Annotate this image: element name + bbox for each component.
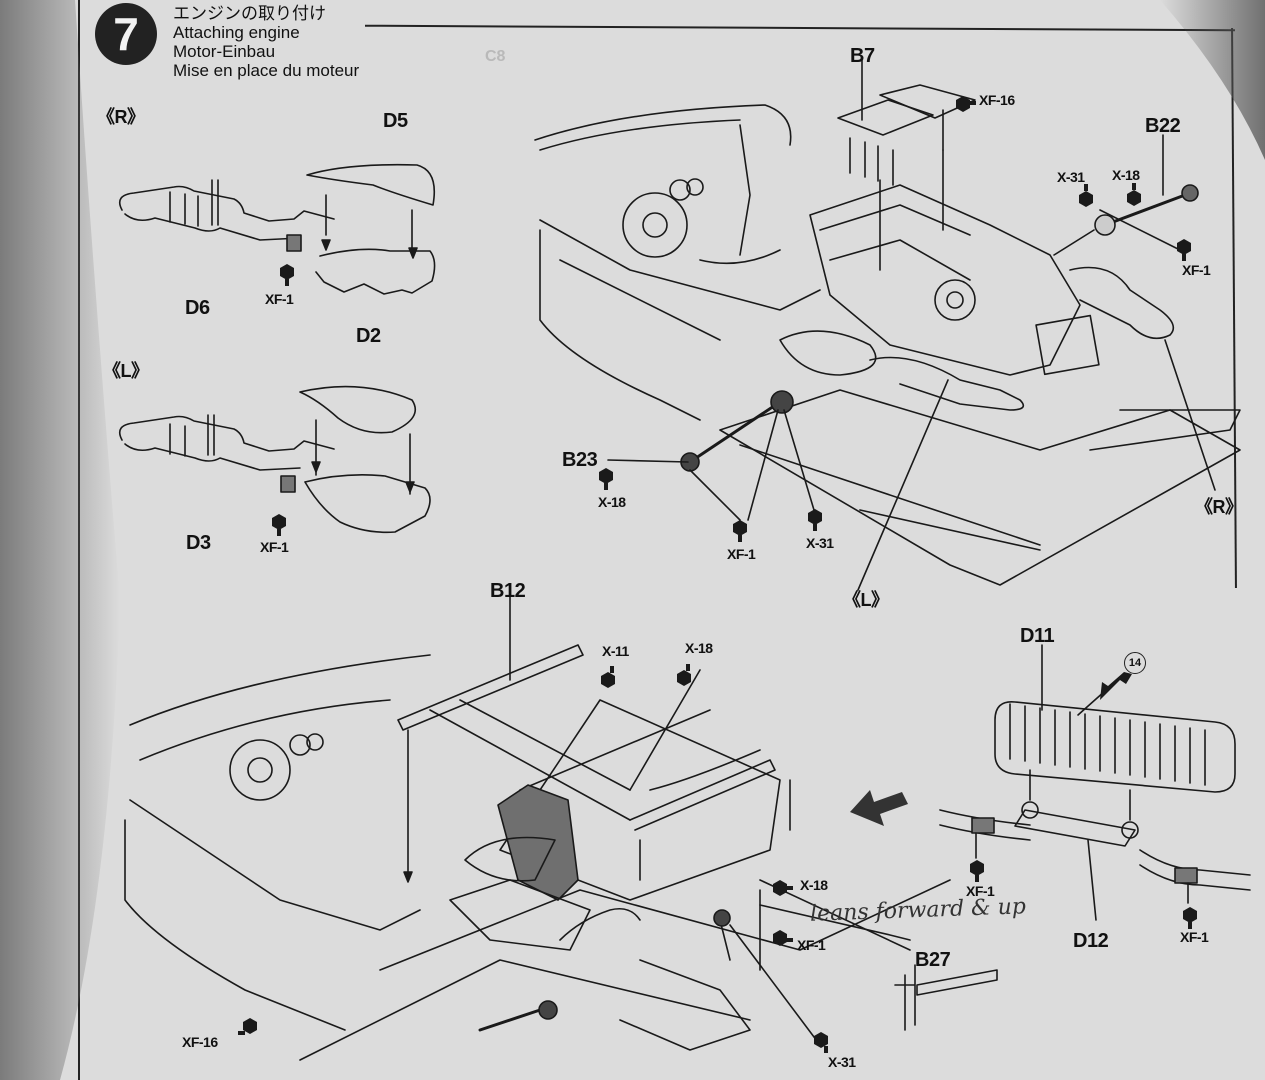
paint-label-xf1-d12-right: XF-1 <box>1180 929 1209 945</box>
part-label-b23: B23 <box>562 449 598 471</box>
manifold-d2-drawing <box>299 385 431 534</box>
manifold-d5-drawing <box>306 163 436 295</box>
engine-drawing <box>779 184 1175 411</box>
paint-bottle-icon <box>773 880 793 896</box>
paint-label-xf1-b22: XF-1 <box>1182 262 1211 278</box>
bleedthrough-text: C8 <box>485 48 506 65</box>
paint-bottle-icon <box>272 514 286 536</box>
paint-label-xf1-b23: XF-1 <box>727 546 756 562</box>
paint-bottle-icon <box>677 664 691 686</box>
part-label-d11: D11 <box>1020 625 1055 647</box>
leader-lines-bottom <box>629 669 911 1046</box>
title-english: Attaching engine <box>173 23 300 42</box>
reference-step-badge: 14 <box>1124 652 1146 674</box>
direction-arrow <box>850 790 908 826</box>
paint-label-x31-bottom: X-31 <box>828 1054 856 1070</box>
paint-label-x31-top: X-31 <box>1057 169 1085 185</box>
intake-b7-drawing <box>837 59 976 186</box>
part-label-d5: D5 <box>383 110 408 132</box>
part-label-b27: B27 <box>915 949 951 971</box>
side-label-l-top: 《L》 <box>843 590 889 610</box>
title-japanese: エンジンの取り付け <box>173 4 326 23</box>
side-label-r-top: 《R》 <box>1195 497 1243 517</box>
part-label-b7: B7 <box>850 45 875 67</box>
shroud-drawing <box>464 749 761 901</box>
apply-arrow <box>1100 672 1132 700</box>
exhaust-pipe-l-drawing <box>118 414 335 493</box>
paint-bottle-icon <box>1177 239 1191 261</box>
paint-bottle-icon <box>280 264 294 286</box>
paint-label-xf1-l: XF-1 <box>260 539 289 555</box>
paint-label-x18-top: X-18 <box>1112 167 1140 183</box>
part-label-d6: D6 <box>185 297 210 319</box>
paint-bottle-icon <box>1079 184 1093 207</box>
paint-label-xf1-b27: XF-1 <box>797 937 826 953</box>
paint-bottle-icon <box>970 860 984 882</box>
paint-label-xf16-top: XF-16 <box>979 92 1015 108</box>
step-title: エンジンの取り付け Attaching engine Motor-Einbau … <box>173 4 359 80</box>
paint-bottle-icon <box>601 666 615 688</box>
title-german: Motor-Einbau <box>173 42 276 61</box>
leader-lines-top <box>857 149 1216 591</box>
paint-label-x31-b23: X-31 <box>806 535 834 551</box>
paint-bottle-icon <box>733 520 747 542</box>
part-label-d3: D3 <box>186 532 211 554</box>
title-french: Mise en place du moteur <box>173 61 360 80</box>
exhaust-pipe-r-drawing <box>118 179 335 252</box>
paint-bottle-icon <box>238 1018 257 1035</box>
paint-label-x18-b23: X-18 <box>598 494 626 510</box>
exhaust-d12-drawing <box>939 769 1251 921</box>
paint-bottle-icon <box>599 468 613 490</box>
paint-label-x11: X-11 <box>602 643 629 659</box>
part-label-d2: D2 <box>356 325 381 347</box>
paint-label-xf16-bottom: XF-16 <box>182 1034 218 1050</box>
paint-bottle-icon <box>814 1032 828 1053</box>
paint-label-xf1-d12-left: XF-1 <box>966 883 995 899</box>
part-label-d12: D12 <box>1073 930 1109 952</box>
part-label-b12: B12 <box>490 580 526 602</box>
paint-label-xf1-r: XF-1 <box>265 291 294 307</box>
paint-label-x18-b12: X-18 <box>685 640 713 656</box>
roll-frame-b12-drawing <box>397 589 791 901</box>
paint-label-x18-b27: X-18 <box>800 877 828 893</box>
paint-bottle-icon <box>808 509 822 531</box>
driveshaft-b23-drawing <box>607 390 815 521</box>
paint-bottle-icon <box>1183 907 1197 929</box>
paint-bottle-icon <box>956 96 976 112</box>
paint-bottle-icon <box>773 930 793 946</box>
paint-bottle-icon <box>1127 183 1141 206</box>
engine-bottom-drawing <box>449 879 761 1051</box>
